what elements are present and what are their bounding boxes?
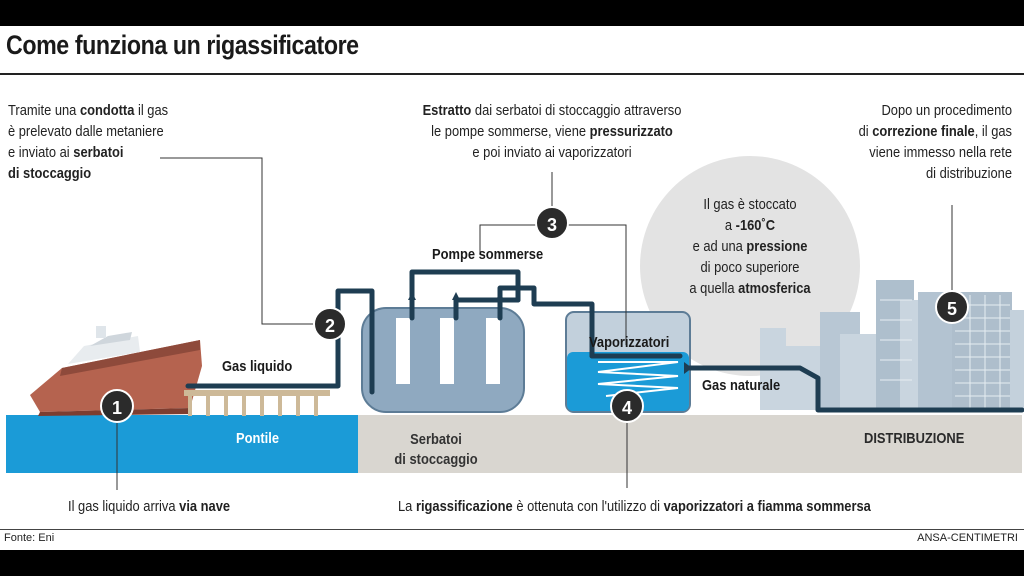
step-badge-4: 4 — [610, 389, 644, 423]
step-4-description: La rigassificazione è ottenuta con l'uti… — [398, 498, 871, 515]
tank-pump-shafts — [396, 318, 500, 384]
footer-divider — [0, 529, 1024, 530]
label-vaporizzatori: Vaporizzatori — [589, 334, 670, 351]
step-5-description: Dopo un procedimento di correzione final… — [858, 102, 1012, 182]
step-badge-5: 5 — [935, 290, 969, 324]
source-note: Fonte: Eni — [4, 532, 55, 544]
label-gas-liquido: Gas liquido — [222, 358, 293, 375]
step-3-description: Estratto dai serbatoi di stoccaggio attr… — [422, 102, 682, 161]
credit-note: ANSA-CENTIMETRI — [917, 532, 1018, 544]
pipelines — [185, 269, 1024, 413]
pipe-arrows — [408, 292, 692, 374]
page-title: Come funziona un rigassificatore — [6, 30, 359, 60]
step-badge-2: 2 — [313, 307, 347, 341]
lng-ship — [30, 326, 202, 416]
title-divider — [0, 73, 1024, 75]
bubble-text: Il gas è stoccato a -160˚C e ad una pres… — [689, 196, 811, 297]
step-badge-1: 1 — [100, 389, 134, 423]
label-gas-naturale: Gas naturale — [702, 377, 781, 394]
label-distribuzione: DISTRIBUZIONE — [864, 430, 965, 447]
pier — [184, 390, 330, 416]
step-2-description: Tramite una condotta il gas è prelevato … — [8, 102, 169, 182]
step-badge-3: 3 — [535, 206, 569, 240]
skyline-windows — [880, 295, 1010, 408]
sea — [6, 415, 358, 473]
info-bubble — [640, 156, 860, 376]
label-pompe-sommerse: Pompe sommerse — [432, 246, 544, 263]
step-1-description: Il gas liquido arriva via nave — [68, 498, 231, 515]
label-pontile: Pontile — [236, 430, 280, 447]
vaporizer — [565, 311, 691, 413]
ground — [358, 415, 1022, 473]
